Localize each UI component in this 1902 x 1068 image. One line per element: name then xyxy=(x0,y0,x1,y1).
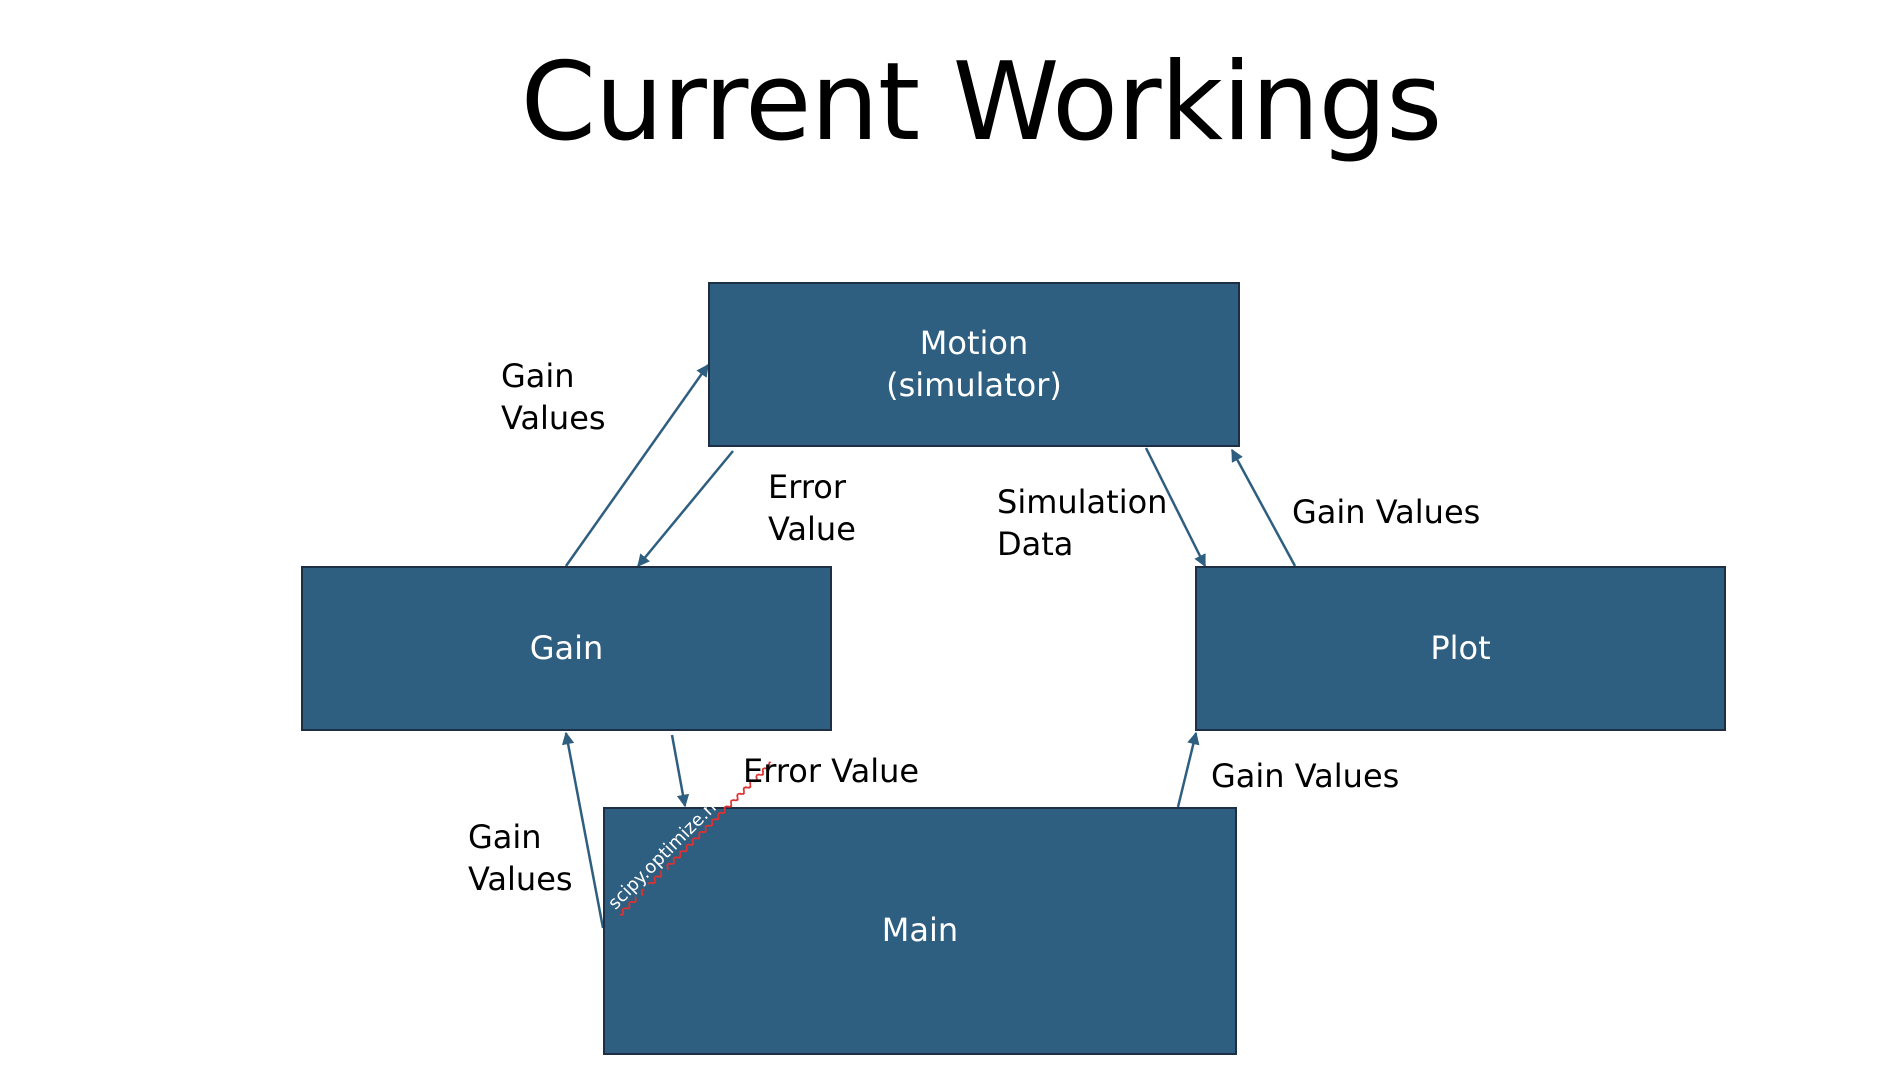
label-main-to-plot: Gain Values xyxy=(1211,757,1400,795)
main-box-label: Main xyxy=(881,911,959,950)
label-plot-to-motion: Gain Values xyxy=(1292,493,1481,531)
gain-box-label: Gain xyxy=(529,628,604,667)
arrow-plot-to-motion xyxy=(1230,448,1297,567)
slide-title: Current Workings xyxy=(520,40,1443,165)
label-motion-to-plot: Simulation Data xyxy=(997,483,1168,563)
label-gain-to-main: Error Value xyxy=(743,752,920,790)
plot-box[interactable]: Plot xyxy=(1195,566,1726,731)
gain-box[interactable]: Gain xyxy=(301,566,832,731)
main-box[interactable]: Main xyxy=(603,807,1237,1055)
plot-box-label: Plot xyxy=(1430,628,1491,667)
arrow-main-to-plot xyxy=(1176,731,1200,808)
label-main-to-gain: Gain Values xyxy=(468,818,573,898)
arrow-motion-to-gain xyxy=(637,450,734,567)
motion-simulator-box[interactable]: Motion (simulator) xyxy=(708,282,1240,447)
arrow-gain-to-main xyxy=(670,734,690,808)
motion-box-label: Motion (simulator) xyxy=(886,323,1062,404)
label-gain-to-motion: Gain Values xyxy=(501,357,606,437)
label-motion-to-gain: Error Value xyxy=(768,468,856,548)
